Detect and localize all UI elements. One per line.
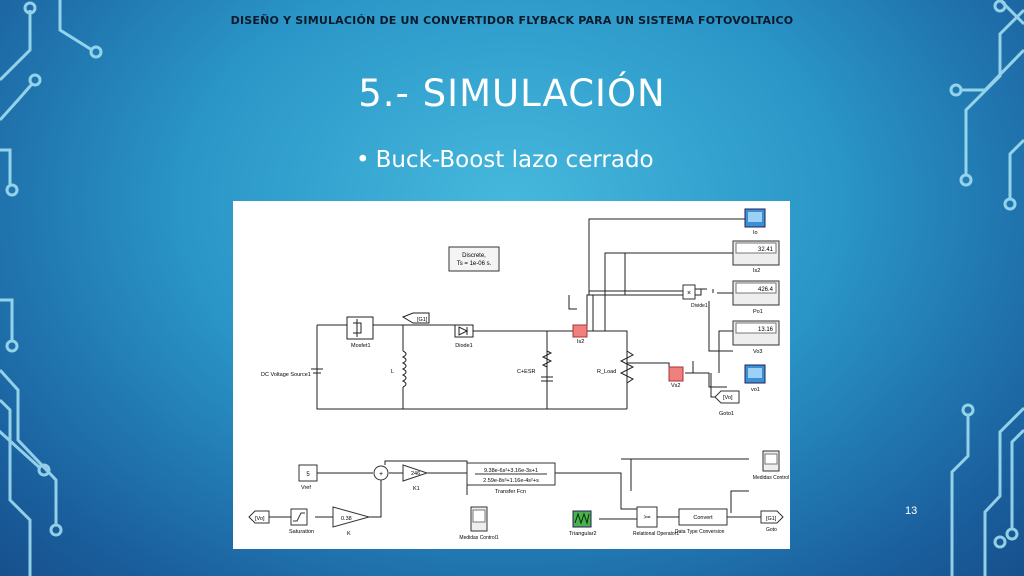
sum-block[interactable] — [373, 465, 389, 481]
triangular-label: Triangular2 — [569, 531, 597, 537]
relational-block[interactable] — [636, 506, 658, 528]
bullet-item: •Buck-Boost lazo cerrado — [356, 147, 654, 173]
diode-block[interactable] — [454, 324, 474, 338]
dc-source-block[interactable] — [311, 368, 323, 374]
voltage-meas-label: Vs2 — [671, 383, 680, 389]
scope-io-label: Io — [753, 230, 758, 236]
load-resistor-block[interactable] — [619, 350, 635, 387]
goto-g1-bottom-tag: [G1] — [766, 516, 777, 522]
simulink-diagram: Discrete, Ts = 1e-06 s. DC Voltage Sourc… — [233, 201, 790, 549]
vref-value: 5 — [306, 472, 310, 478]
slide-header: DISEÑO Y SIMULACIÓN DE UN CONVERTIDOR FL… — [230, 14, 794, 27]
display-vo3-value: 13.16 — [758, 327, 774, 333]
voltage-measurement-block[interactable] — [668, 366, 684, 382]
powergui-ts: Ts = 1e-06 s. — [457, 261, 492, 267]
current-measurement-block[interactable] — [572, 324, 588, 338]
goto-vo-label: Goto1 — [719, 411, 734, 417]
tf-denominator: 2.59e-8s³+1.16e-4s²+s — [483, 478, 539, 484]
relational-symbol: >= — [643, 515, 651, 521]
goto-g1-bottom-label: Goto — [766, 527, 777, 533]
gain-k1-label: K1 — [413, 486, 420, 492]
goto-g1-block[interactable] — [401, 312, 430, 324]
bullet-text: Buck-Boost lazo cerrado — [375, 147, 654, 173]
inductor-label: L — [391, 369, 394, 375]
convert-text: Convert — [693, 515, 713, 521]
dc-source-label: DC Voltage Source1 — [261, 372, 311, 378]
saturation-label: Saturation — [289, 529, 314, 535]
tf-label: Transfer Fcn — [495, 489, 526, 495]
sum-sign: + — [379, 471, 383, 478]
powergui-block[interactable] — [448, 246, 500, 272]
relational-label: Relational Operator1 — [633, 531, 679, 537]
scope-vo1-label: vo1 — [751, 387, 760, 393]
vref-label: Vref — [301, 485, 311, 491]
load-label: R_Load — [597, 369, 616, 375]
bullet-dot: • — [356, 147, 370, 173]
powergui-label: Discrete, — [462, 253, 486, 259]
current-meas-label: Is2 — [577, 339, 584, 345]
display-po1-value: 426.4 — [758, 287, 774, 293]
vref-block[interactable] — [298, 464, 318, 482]
display-is2-label: Is2 — [753, 268, 760, 274]
goto-g1-tag: [G1] — [417, 317, 428, 323]
from-vo-tag: [Vo] — [255, 516, 265, 522]
mosfet-label: Mosfet1 — [351, 343, 371, 349]
diagram-svg: Discrete, Ts = 1e-06 s. DC Voltage Sourc… — [248, 208, 789, 541]
gain-k-label: K — [347, 531, 351, 537]
gain-k-value: 0.38 — [341, 516, 352, 522]
scope-medidas-control1-label: Medidas Control1 — [459, 535, 498, 541]
gain-k-block[interactable] — [332, 506, 371, 528]
product-block[interactable] — [682, 284, 696, 300]
scope-medidas-control-label: Medidas Control — [753, 475, 789, 481]
goto-vo-block[interactable] — [714, 390, 740, 404]
gain-k1-block[interactable] — [402, 464, 429, 482]
capacitor-block[interactable] — [541, 350, 553, 382]
from-vo-block[interactable] — [248, 510, 270, 524]
page-number: 13 — [905, 505, 918, 517]
slide-title: 5.- SIMULACIÓN — [358, 72, 666, 115]
mosfet-block[interactable] — [346, 316, 374, 340]
convert-label: Data Type Conversion — [675, 529, 725, 535]
diode-label: Diode1 — [455, 343, 472, 349]
gain-k1-value: 246 — [411, 471, 420, 477]
capacitor-label: C+ESR — [517, 369, 536, 375]
display-po1-label: Po1 — [753, 309, 763, 315]
goto-vo-tag: [Vo] — [723, 395, 733, 401]
display-vo3-label: Vo3 — [753, 349, 762, 355]
display-is2-value: 32.41 — [758, 247, 774, 253]
divide-label: Divide1 — [691, 303, 708, 309]
convert-block[interactable] — [678, 508, 728, 526]
inductor-block[interactable] — [401, 350, 407, 388]
goto-g1-bottom-block[interactable] — [760, 510, 784, 524]
product-symbol: × — [687, 290, 691, 297]
tf-numerator: 9.38e-6s²+3.16e-3s+1 — [484, 468, 538, 474]
